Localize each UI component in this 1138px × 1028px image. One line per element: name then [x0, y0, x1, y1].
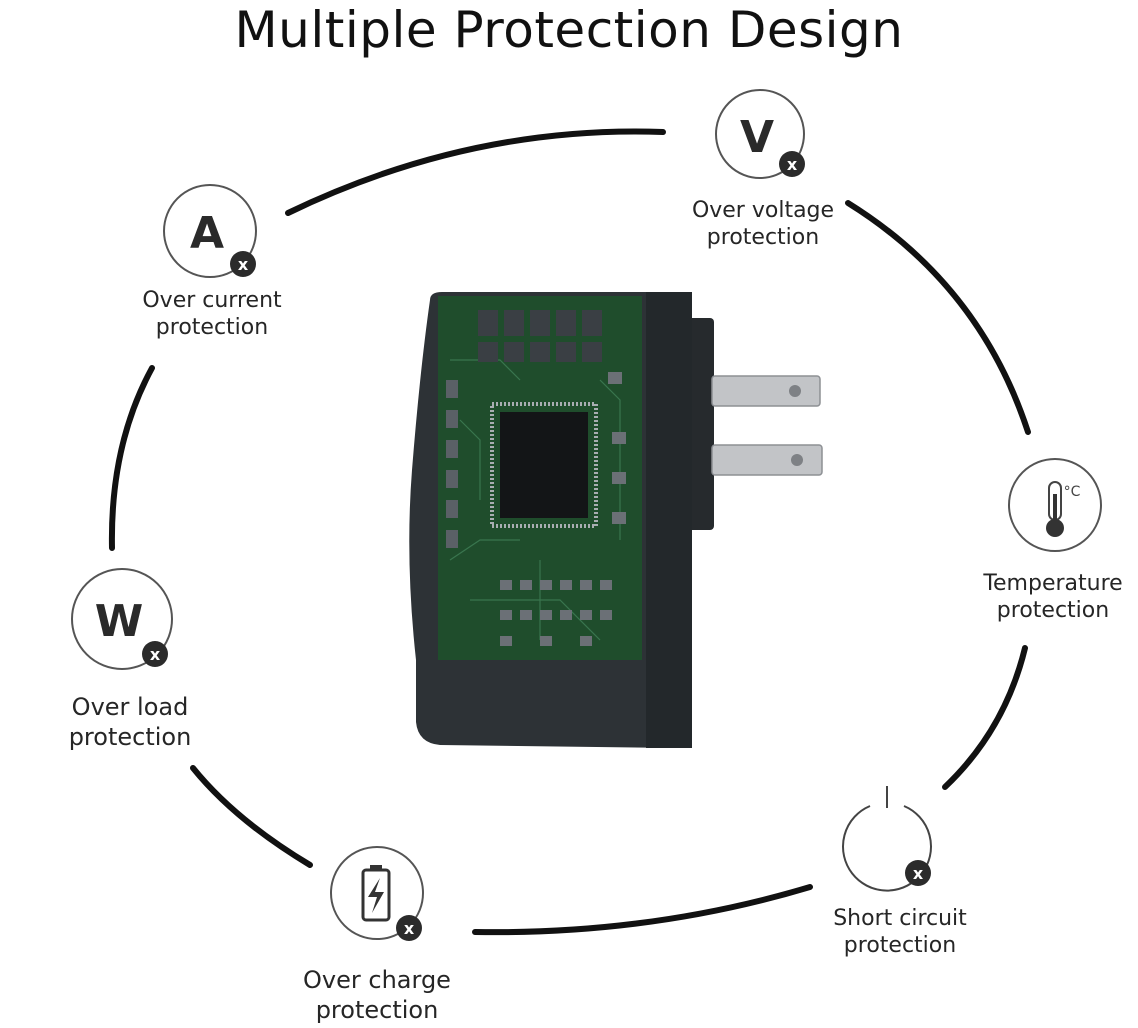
label-over-charge-line1: Over charge [303, 966, 451, 994]
pcb-processor-chip [500, 412, 588, 518]
label-over-load-line1: Over load [71, 693, 189, 721]
wattmeter-icon: W x [71, 568, 173, 670]
ring-arc-top [285, 128, 666, 216]
pcb-processor-pins [490, 402, 598, 528]
label-over-load-line2: protection [68, 723, 192, 751]
ring-arc-bottom-left [190, 765, 313, 868]
charger-side-edge [646, 292, 692, 748]
pcb-components-bottom [500, 580, 612, 646]
ring-arc-right-lower [942, 645, 1028, 790]
label-temperature: Temperature protection [968, 570, 1138, 624]
charger-prong-top [711, 375, 821, 407]
ammeter-badge-glyph: x [238, 255, 249, 274]
ammeter-icon: A x [163, 184, 257, 278]
label-temperature-line2: protection [996, 598, 1110, 623]
charger-prong-bottom [711, 444, 823, 476]
charger-prong-bottom-hole [791, 454, 803, 466]
label-short-circuit: Short circuit protection [800, 905, 1000, 959]
protection-ring [108, 128, 1031, 936]
label-over-current-line1: Over current [142, 288, 282, 313]
wattmeter-glyph: W [95, 596, 144, 647]
page-title: Multiple Protection Design [234, 1, 904, 59]
power-badge-glyph: x [913, 864, 924, 883]
voltmeter-badge-glyph: x [787, 155, 798, 174]
wattmeter-badge-glyph: x [150, 645, 161, 664]
pcb-traces [449, 359, 621, 641]
charger-illustration [409, 292, 823, 748]
ammeter-glyph: A [190, 208, 224, 259]
label-over-charge-line2: protection [315, 996, 439, 1024]
label-over-current: Over current protection [112, 287, 312, 341]
label-over-load: Over load protection [30, 692, 230, 752]
ring-arc-right-upper [845, 200, 1031, 435]
thermometer-icon: °C [1008, 458, 1102, 552]
wattmeter-badge [142, 641, 168, 667]
pcb-components-left [446, 380, 458, 548]
pcb-components-right [608, 372, 626, 524]
ring-arc-bottom-right [472, 884, 813, 936]
power-badge [905, 860, 931, 886]
thermometer-glyph: °C [1064, 484, 1081, 500]
battery-charging-icon: x [330, 846, 424, 941]
voltmeter-glyph: V [740, 112, 774, 163]
label-over-charge: Over charge protection [277, 965, 477, 1025]
label-short-circuit-line2: protection [843, 933, 957, 958]
battery-badge-glyph: x [404, 919, 415, 938]
voltmeter-icon: V x [715, 89, 805, 179]
voltmeter-badge [779, 151, 805, 177]
charger-prong-top-hole [789, 385, 801, 397]
label-over-voltage-line1: Over voltage [691, 198, 835, 223]
label-over-voltage-line2: protection [706, 225, 820, 250]
label-over-current-line2: protection [155, 315, 269, 340]
label-temperature-line1: Temperature [983, 571, 1123, 596]
label-over-voltage: Over voltage protection [658, 197, 868, 251]
battery-badge [396, 915, 422, 941]
label-short-circuit-line1: Short circuit [833, 906, 967, 931]
pcb-chip-row [478, 310, 602, 362]
ammeter-badge [230, 251, 256, 277]
ring-arc-left [108, 365, 155, 551]
power-icon: x [842, 786, 932, 892]
